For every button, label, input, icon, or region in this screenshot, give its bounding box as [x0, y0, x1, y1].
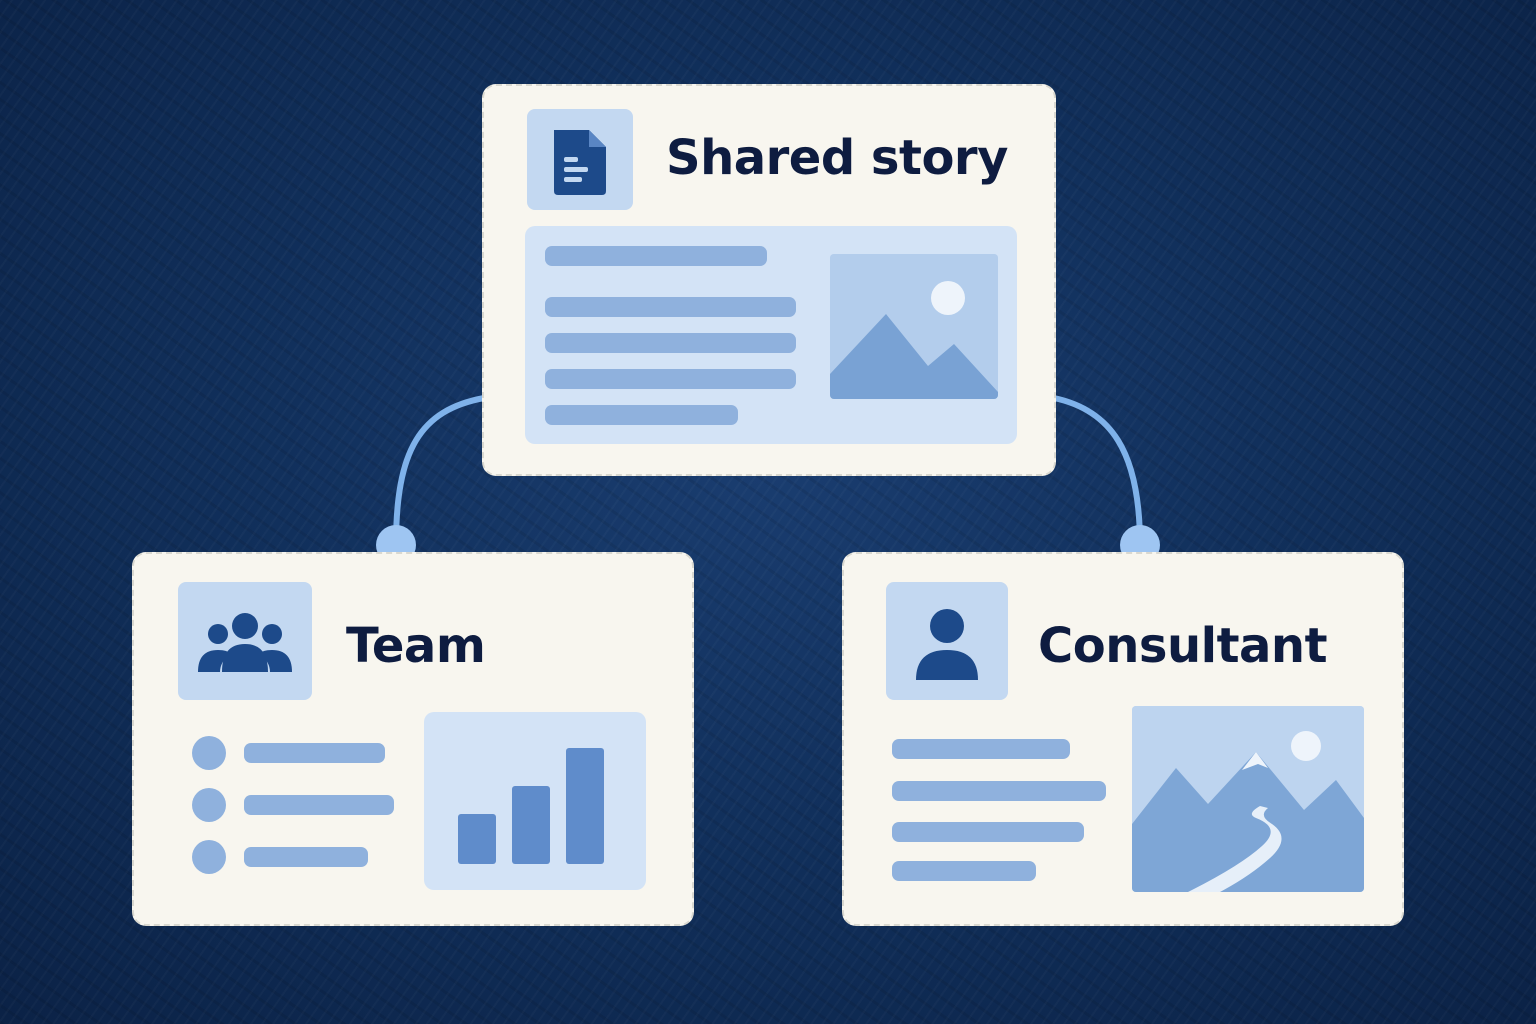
consultant-card[interactable]: Consultant	[842, 552, 1404, 926]
list-bullet	[192, 840, 226, 874]
group-icon	[198, 613, 292, 672]
shared-story-card[interactable]: Shared story	[482, 84, 1056, 476]
text-line	[892, 861, 1036, 881]
text-line	[892, 822, 1084, 842]
shared-story-icon-box	[527, 109, 633, 210]
list-line	[244, 743, 385, 763]
list-line	[244, 847, 368, 867]
text-line	[892, 781, 1106, 801]
list-bullet	[192, 788, 226, 822]
landscape-image-icon	[830, 254, 998, 399]
team-card[interactable]: Team	[132, 552, 694, 926]
consultant-icon-box	[886, 582, 1008, 700]
text-line	[545, 369, 796, 389]
text-line	[545, 246, 767, 266]
text-line	[545, 297, 796, 317]
person-icon	[916, 609, 978, 680]
connector-shared-story-to-consultant	[1051, 395, 1143, 548]
shared-story-content-panel	[525, 226, 1017, 444]
text-line	[545, 405, 738, 425]
bar-chart-icon	[424, 712, 646, 890]
list-bullet	[192, 736, 226, 770]
team-icon-box	[178, 582, 312, 700]
connector-shared-story-to-team	[393, 395, 487, 548]
consultant-title: Consultant	[1038, 618, 1328, 674]
team-title: Team	[346, 618, 486, 674]
text-line	[545, 333, 796, 353]
shared-story-title: Shared story	[666, 130, 1008, 186]
list-line	[244, 795, 394, 815]
text-line	[892, 739, 1070, 759]
document-icon	[554, 130, 606, 195]
mountain-image-icon	[1132, 706, 1364, 892]
